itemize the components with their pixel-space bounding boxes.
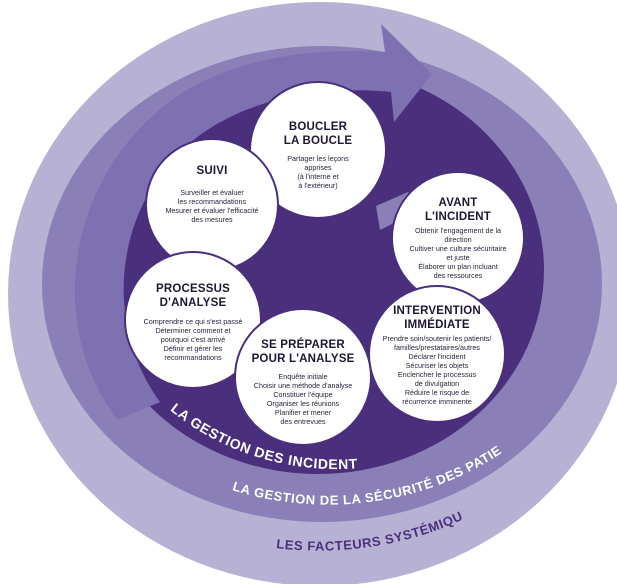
step-processus: PROCESSUS D'ANALYSE Comprendre ce qui s'…: [133, 282, 253, 362]
step-suivi: SUIVI Surveiller et évaluer les recomman…: [152, 164, 272, 224]
step-avant: AVANT L'INCIDENT Obtenir l'engagement de…: [398, 196, 518, 280]
step-processus-title: PROCESSUS D'ANALYSE: [155, 283, 230, 309]
step-intervention: INTERVENTION IMMÉDIATE Prendre soin/sout…: [367, 304, 507, 406]
step-avant-title: AVANT L'INCIDENT: [424, 197, 492, 223]
circle-intervention: [368, 285, 506, 423]
step-boucler-body: Partager les leçons apprises (à l'intern…: [287, 154, 349, 190]
step-suivi-body: Surveiller et évaluer les recommandation…: [165, 188, 259, 224]
step-processus-body: Comprendre ce qui s'est passé Déterminer…: [143, 317, 243, 362]
cycle-arrow: [74, 24, 433, 420]
step-preparer-title: SE PRÉPARER POUR L'ANALYSE: [251, 339, 355, 365]
circle-preparer: [234, 308, 372, 446]
step-avant-body: Obtenir l'engagement de la direction Cul…: [409, 226, 507, 280]
step-intervention-body: Prendre soin/soutenir les patients/ fami…: [382, 334, 492, 406]
circle-processus: [124, 251, 262, 389]
step-intervention-title: INTERVENTION IMMÉDIATE: [393, 305, 481, 331]
step-suivi-title: SUIVI: [196, 165, 228, 177]
step-boucler-title: BOUCLER LA BOUCLE: [283, 121, 353, 147]
step-preparer: SE PRÉPARER POUR L'ANALYSE Enquête initi…: [238, 338, 368, 426]
step-boucler: BOUCLER LA BOUCLE Partager les leçons ap…: [258, 120, 378, 190]
step-preparer-body: Enquête initiale Choisir une méthode d'a…: [253, 372, 353, 426]
